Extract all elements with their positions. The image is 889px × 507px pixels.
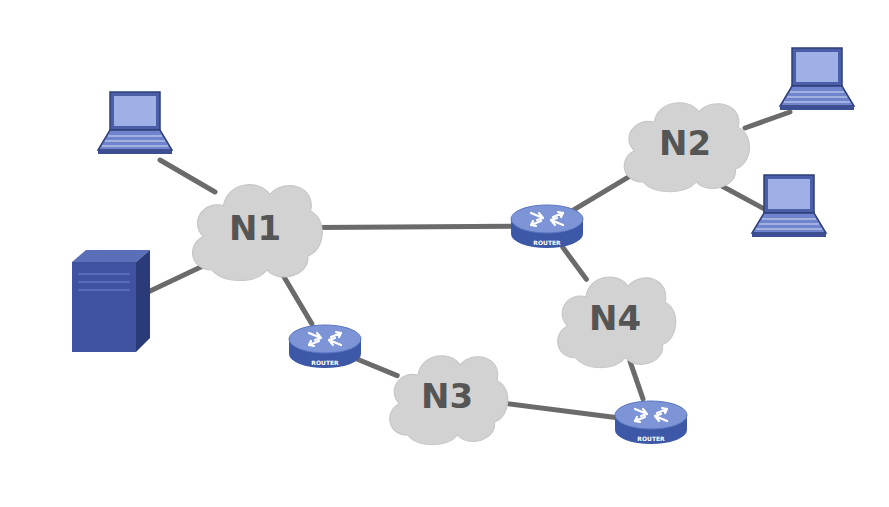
network-name: N1 (219, 208, 291, 248)
network-name: N3 (411, 376, 483, 416)
network-cloud: N4 (549, 265, 681, 371)
network-cloud: N2 (615, 91, 755, 195)
laptop-icon (752, 175, 826, 237)
network-link (630, 361, 643, 398)
network-link (563, 247, 587, 279)
laptop-icon (98, 92, 172, 154)
network-link (317, 226, 511, 227)
laptop-icon (780, 48, 854, 110)
router-node: ROUTER (613, 397, 689, 447)
router-node: ROUTER (287, 321, 363, 371)
server-icon (72, 250, 150, 352)
network-name: N2 (649, 123, 721, 163)
network-cloud: N1 (183, 172, 328, 284)
network-cloud: N3 (381, 344, 513, 448)
network-link (281, 271, 312, 324)
router-label: ROUTER (509, 240, 585, 246)
router-label: ROUTER (613, 436, 689, 442)
router-node: ROUTER (509, 201, 585, 251)
network-name: N4 (579, 298, 651, 338)
host-wires (148, 112, 790, 292)
router-label: ROUTER (287, 360, 363, 366)
network-link (502, 403, 615, 417)
network-link (356, 359, 398, 376)
